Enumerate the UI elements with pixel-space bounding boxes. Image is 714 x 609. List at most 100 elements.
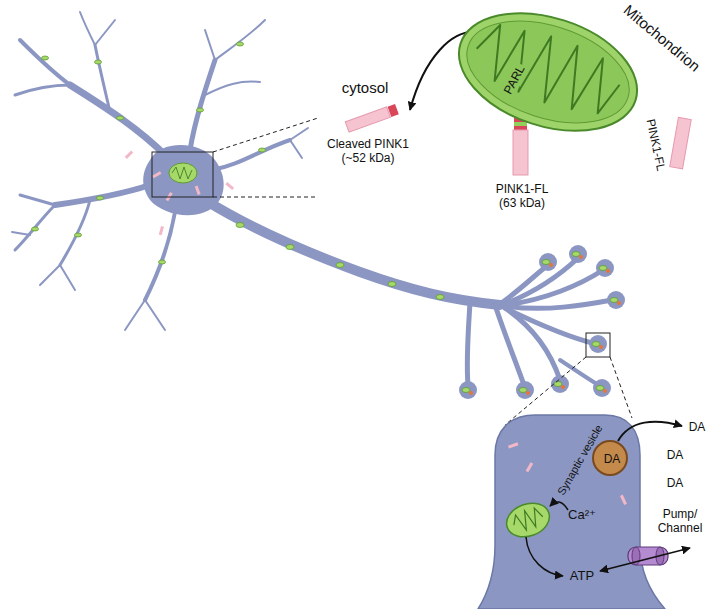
- compartment-label: cytosol: [342, 79, 389, 96]
- terminal-mitochondrion: [502, 497, 554, 542]
- mitochondrion-node: MitochondrionPARL: [456, 12, 640, 132]
- vesicle-dot: [617, 301, 621, 305]
- mitochondrion-outline: [456, 12, 640, 132]
- dendrite: [15, 205, 55, 250]
- dendrite: [290, 128, 308, 140]
- mito-dot: [97, 196, 104, 200]
- mito-dot: [159, 260, 166, 264]
- vesicle-dot: [579, 255, 583, 259]
- mito-dot: [75, 233, 82, 237]
- atp-arrow: [526, 537, 563, 576]
- dendrite: [60, 265, 75, 290]
- mitochondrion-label: Mitochondrion: [620, 1, 703, 75]
- dendrite: [12, 232, 30, 235]
- mito-dot: [117, 116, 124, 120]
- protein-label: PINK1-FL (63 kDa): [492, 183, 552, 211]
- synaptic-vesicle-node: Synaptic vesicleDA: [592, 440, 628, 476]
- terminal: [459, 381, 477, 399]
- pink1-fragment: [159, 226, 164, 235]
- neurotransmitter-label: DA: [667, 477, 684, 491]
- mito-dot: [599, 266, 607, 271]
- dendrites: [12, 12, 308, 330]
- mito-dot: [236, 223, 244, 228]
- protein-label: PINK1-FL: [643, 118, 667, 172]
- vesicle-dot: [606, 269, 610, 273]
- dendrite: [205, 30, 215, 60]
- dendrite: [145, 300, 165, 330]
- axon-branch: [467, 303, 470, 385]
- dendrite: [80, 12, 95, 45]
- transport-arrow: [600, 548, 690, 571]
- terminal-vesicles: [469, 255, 621, 395]
- terminal: [539, 253, 557, 271]
- vesicle-dot: [549, 263, 553, 267]
- outer-membrane: [444, 0, 652, 152]
- mito-dot: [572, 252, 580, 257]
- pink1-fragments: [125, 150, 234, 235]
- vesicle-dot: [603, 389, 607, 393]
- mito-dot: [592, 342, 600, 347]
- cleaved-pink1: [345, 104, 399, 132]
- release-arrow: [618, 422, 682, 441]
- dendrite: [190, 60, 215, 150]
- dendrite: [125, 300, 145, 330]
- zoom-line: [213, 197, 318, 198]
- cell-body: [143, 145, 223, 215]
- mito-dot: [42, 56, 49, 60]
- axon: [205, 200, 612, 386]
- mito-cristae: [510, 505, 545, 533]
- mito-dot: [519, 388, 527, 393]
- neurotransmitter-label: DA: [689, 421, 706, 435]
- pink1-bar: [345, 107, 390, 132]
- mito-dot: [336, 263, 344, 268]
- mito-outer: [502, 497, 554, 542]
- mito-dot: [197, 108, 204, 112]
- molecule-label: ATP: [570, 569, 594, 584]
- calcium-arrow: [550, 502, 568, 510]
- vesicle-dot: [599, 345, 603, 349]
- zoom-box: [586, 333, 610, 357]
- mito-dot: [237, 42, 244, 46]
- dendrite: [15, 85, 70, 95]
- dendrite: [70, 85, 165, 155]
- cristae: [467, 16, 627, 123]
- mito-dot: [32, 227, 39, 231]
- mito-dot: [388, 282, 396, 287]
- dendrite: [55, 185, 150, 205]
- dendrite: [20, 40, 70, 85]
- dendrite: [212, 140, 290, 170]
- pink1-fragment: [620, 495, 627, 505]
- terminal: [607, 291, 625, 309]
- pink1-full-length: [513, 116, 528, 175]
- mito-dot: [542, 260, 550, 265]
- mito-dot: [95, 60, 102, 64]
- mito-dot: [286, 245, 294, 250]
- terminal-mitochondria: [462, 252, 618, 393]
- vesicle-dot: [469, 391, 473, 395]
- neurite-mitochondria: [32, 42, 445, 300]
- ion-label: Ca²⁺: [568, 508, 596, 523]
- mito-dot: [596, 386, 604, 391]
- dendrite: [215, 20, 265, 60]
- dendrite: [145, 212, 175, 300]
- pink1-fragment: [125, 150, 133, 158]
- terminal: [569, 245, 587, 263]
- transporter-label: Pump/ Channel: [654, 508, 706, 536]
- pink1-bar: [513, 130, 528, 175]
- pink1-segment: [388, 104, 399, 117]
- pink1-segment: [514, 122, 527, 126]
- dendrite: [205, 82, 260, 95]
- soma-mitochondrion: [169, 163, 197, 183]
- vesicle-dot: [526, 391, 530, 395]
- zoom-box: [152, 152, 213, 197]
- dendrite: [60, 200, 90, 265]
- zoom-line: [213, 118, 318, 152]
- vesicle-dot: [561, 385, 565, 389]
- axon-branch: [505, 270, 603, 305]
- terminal: [516, 381, 534, 399]
- mito-dot: [436, 295, 444, 300]
- pink1-bar: [670, 117, 691, 168]
- axon-shaft: [205, 200, 500, 305]
